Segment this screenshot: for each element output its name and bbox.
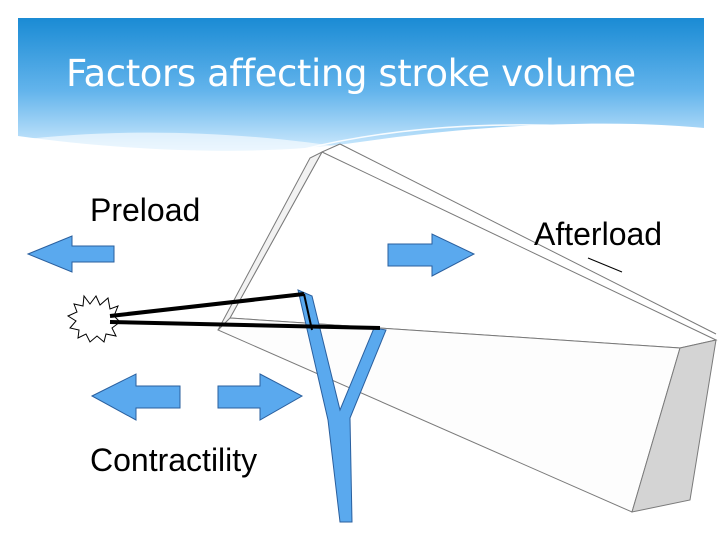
slingshot-icon [297,289,387,523]
right-arrow-icon [387,233,476,277]
afterload-label: Afterload [534,216,663,252]
block-icon [217,143,718,513]
contractility-label: Contractility [90,442,258,478]
right-arrow-icon [217,373,304,421]
starburst-icon [66,294,121,343]
left-arrow-icon [90,373,181,421]
slingshot-band [109,292,381,331]
preload-label: Preload [90,192,201,228]
header-background [18,18,705,200]
left-arrow-icon [26,235,115,273]
afterload-leader [587,257,623,273]
page-title: Factors affecting stroke volume [66,52,636,95]
